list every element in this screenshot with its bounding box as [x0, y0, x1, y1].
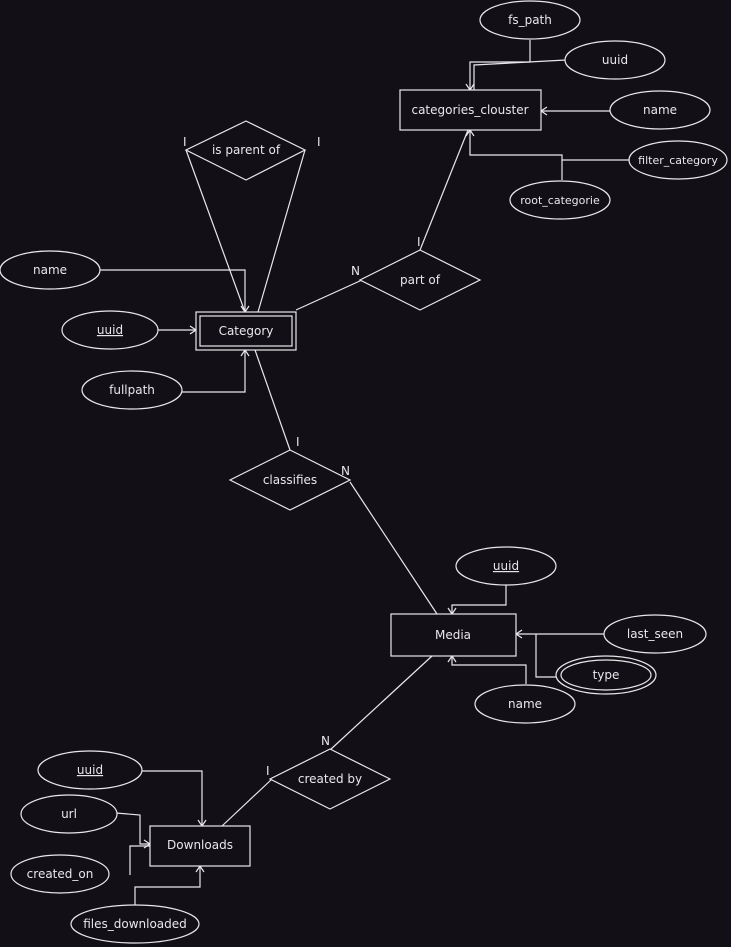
attribute-label: name: [508, 697, 542, 711]
attribute-media-uuid[interactable]: uuid: [455, 546, 557, 586]
attribute-label: files_downloaded: [83, 917, 187, 931]
attribute-cc-name[interactable]: name: [609, 90, 711, 130]
entity-label: categories_clouster: [411, 103, 528, 117]
attribute-label: filter_category: [638, 154, 718, 167]
cardinality-classifies-n: N: [341, 464, 350, 478]
attribute-label: uuid: [77, 763, 103, 777]
cardinality-partof-1: I: [417, 235, 421, 249]
attribute-media-name[interactable]: name: [474, 684, 576, 724]
relationship-is-parent-of[interactable]: is parent of: [184, 120, 307, 181]
attribute-created-on[interactable]: created_on: [10, 854, 110, 894]
entity-label: Media: [435, 628, 471, 642]
relationship-label: part of: [400, 273, 441, 287]
attribute-downloads-uuid[interactable]: uuid: [37, 750, 143, 790]
attribute-label: name: [643, 103, 677, 117]
attribute-label: uuid: [602, 53, 628, 67]
attribute-label: type: [593, 668, 620, 682]
cardinality-classifies-1: I: [296, 435, 300, 449]
attribute-label: created_on: [27, 867, 94, 881]
cardinality-parent-right: I: [317, 135, 321, 149]
entity-media[interactable]: Media: [390, 613, 517, 657]
cardinality-createdby-1: I: [266, 764, 270, 778]
attribute-files-downloaded[interactable]: files_downloaded: [70, 904, 200, 944]
relationship-label: created by: [298, 772, 362, 786]
entity-categories-cluster[interactable]: categories_clouster: [399, 89, 542, 131]
relationship-created-by[interactable]: created by: [268, 748, 392, 810]
relationship-label: classifies: [263, 473, 317, 487]
relationship-classifies[interactable]: classifies: [228, 449, 352, 511]
attribute-url[interactable]: url: [20, 794, 118, 834]
cardinality-partof-n: N: [351, 264, 360, 278]
attribute-category-name[interactable]: name: [0, 250, 101, 290]
attribute-label: fullpath: [109, 383, 155, 397]
entity-label: Downloads: [167, 838, 233, 852]
attribute-label: root_categorie: [520, 194, 600, 207]
attribute-last-seen[interactable]: last_seen: [603, 614, 707, 654]
attribute-root-categorie[interactable]: root_categorie: [509, 180, 611, 220]
attribute-label: uuid: [97, 323, 123, 337]
cardinality-parent-left: I: [183, 135, 187, 149]
attribute-label: fs_path: [508, 13, 552, 27]
attribute-fullpath[interactable]: fullpath: [81, 370, 183, 410]
cardinality-createdby-n: N: [321, 734, 330, 748]
entity-downloads[interactable]: Downloads: [149, 825, 251, 867]
entity-label: Category: [219, 324, 274, 338]
attribute-label: name: [33, 263, 67, 277]
relationship-part-of[interactable]: part of: [358, 249, 482, 311]
attribute-filter-category[interactable]: filter_category: [628, 140, 728, 180]
cardinality-labels: I I N I I N N I: [183, 135, 421, 778]
attribute-type[interactable]: type: [555, 655, 657, 695]
attribute-label: uuid: [493, 559, 519, 573]
attribute-category-uuid[interactable]: uuid: [61, 310, 159, 350]
attribute-fs-path[interactable]: fs_path: [479, 0, 581, 40]
attribute-cc-uuid[interactable]: uuid: [564, 40, 666, 80]
attribute-label: last_seen: [627, 627, 683, 641]
relationship-label: is parent of: [212, 143, 281, 157]
connectors: [100, 40, 630, 905]
attribute-label: url: [61, 807, 77, 821]
entity-category[interactable]: Category: [195, 311, 297, 351]
